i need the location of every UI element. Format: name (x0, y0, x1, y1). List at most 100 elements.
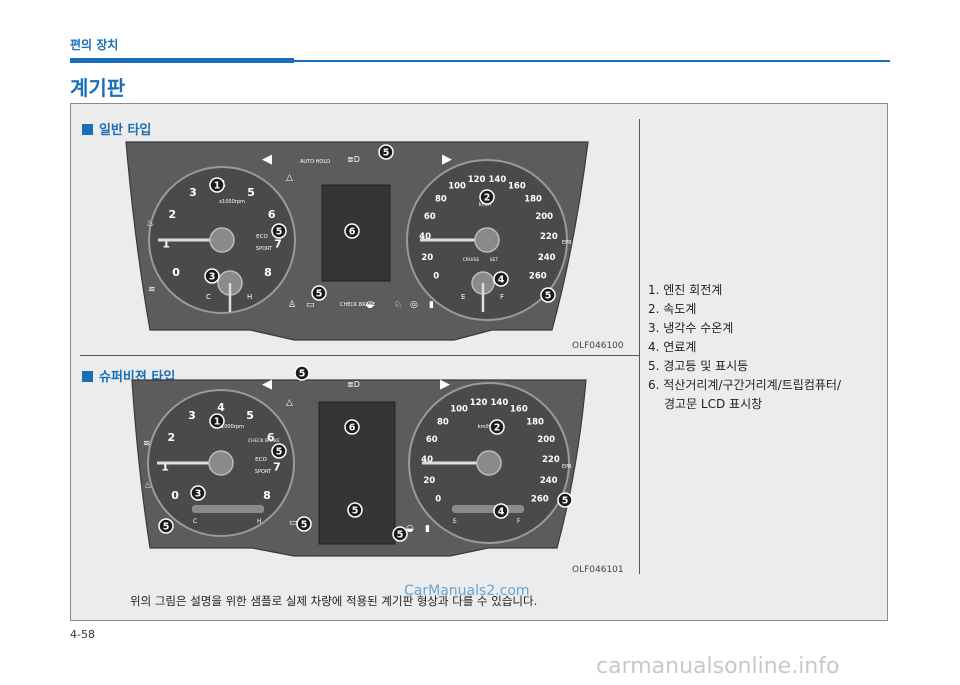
callout-circle (489, 419, 505, 435)
high-beam-icon: ≣D (347, 380, 360, 389)
callout-number: 4 (498, 507, 505, 518)
figure-code-standard: OLF046100 (572, 341, 624, 351)
gauge-tick-label: 0 (435, 495, 441, 505)
temp-high-label: H (257, 518, 262, 525)
legend-item: 1. 엔진 회전계 (648, 283, 723, 297)
eco-indicator: ECO (255, 457, 267, 463)
legend-item: 5. 경고등 및 표시등 (648, 359, 749, 373)
gauge-tick-label: 100 (448, 182, 466, 192)
callout-number: 5 (352, 506, 359, 517)
callout-circle (557, 492, 573, 508)
callout-number: 5 (299, 369, 306, 380)
epb-indicator: EPB (562, 464, 572, 470)
gauge-tick-label: 260 (529, 272, 547, 282)
callout-circle (493, 271, 509, 287)
speed-unit-label: km/h (479, 202, 492, 208)
callout-number: 5 (383, 148, 390, 159)
seatbelt-icon: ♙ (288, 300, 296, 310)
square-bullet-icon (82, 371, 93, 382)
header-section-label: 편의 장치 (70, 38, 119, 52)
gauge-tick-label: 5 (247, 186, 255, 199)
callout-number: 3 (209, 272, 216, 283)
gauge-tick-label: 60 (426, 435, 438, 445)
check-brake-indicator: CHECK BRAKE (248, 438, 280, 444)
header-bar (70, 58, 294, 63)
gauge-tick-label: 40 (421, 455, 433, 465)
callout-number: 5 (316, 289, 323, 300)
gauge-tick-label: 60 (424, 212, 436, 222)
gauge-tick-label: 200 (537, 435, 555, 445)
callout-circle (347, 502, 363, 518)
legend-item: 2. 속도계 (648, 302, 697, 316)
section-title-standard: 일반 타입 (82, 119, 151, 138)
gauge-tick-label: 260 (531, 495, 549, 505)
door-open-icon: ♨ (146, 219, 154, 229)
gauge-tick-label: 140 (489, 175, 507, 185)
callout-number: 2 (494, 423, 501, 434)
legend-item: 6. 적산거리계/구간거리계/트립컴퓨터/ (648, 378, 841, 392)
callout-circle (271, 443, 287, 459)
temp-bar-gauge (192, 505, 264, 513)
gauge-tick-label: 120 (468, 175, 486, 185)
callout-circle (392, 526, 408, 542)
callout-circle (344, 419, 360, 435)
gauge-tick-label: 180 (526, 418, 544, 428)
gauge-tick-label: 120 (470, 398, 488, 408)
callout-circle (493, 503, 509, 519)
callout-circle (294, 365, 310, 381)
gauge-tick-label: 100 (450, 405, 468, 415)
callout-marker: 5 (392, 526, 408, 542)
watermark-top: CarManuals2.com (404, 583, 530, 599)
fuel-pump-icon: ▮ (425, 524, 430, 534)
airbag-icon: ♘ (394, 300, 402, 310)
turn-left-icon: ◀ (262, 152, 272, 167)
epb-indicator: EPB (562, 240, 572, 246)
warning-triangle-icon: △ (286, 398, 293, 408)
door-open-icon: ♨ (144, 481, 152, 491)
engine-check-icon: ◒ (406, 524, 414, 534)
callout-number: 5 (397, 530, 404, 541)
callout-circle (479, 189, 495, 205)
callout-marker: 5 (271, 223, 287, 239)
callout-marker: 6 (344, 419, 360, 435)
callout-number: 5 (163, 522, 170, 533)
figure-caption: 위의 그림은 설명을 위한 샘플로 실제 차량에 적용된 계기판 형상과 다를 … (130, 594, 538, 608)
gauge-tick-label: 7 (273, 461, 281, 474)
callout-marker: 6 (344, 223, 360, 239)
speed-unit-label: km/h (478, 424, 491, 430)
gauge-tick-label: 0 (172, 266, 180, 279)
callout-number: 5 (562, 496, 569, 507)
callout-number: 6 (349, 227, 356, 238)
gauge-tick-label: 6 (268, 208, 276, 221)
gauge-tick-label: 220 (542, 455, 560, 465)
rpm-unit-label: x1000rpm (218, 424, 244, 430)
gauge-tick-label: 240 (538, 253, 556, 263)
gauge-tick-label: 7 (274, 238, 282, 251)
gauge-tick-label: 180 (524, 195, 542, 205)
vertical-divider (639, 119, 640, 574)
section-label: 일반 타입 (99, 123, 152, 138)
fuel-full-label: F (500, 293, 504, 301)
callout-circle (540, 287, 556, 303)
callout-marker: 5 (347, 502, 363, 518)
callout-marker: 2 (479, 189, 495, 205)
gauge-tick-label: 0 (433, 272, 439, 282)
legend-item-continuation: 경고문 LCD 표시창 (664, 397, 763, 411)
callout-number: 2 (484, 193, 491, 204)
callout-circle (209, 177, 225, 193)
gauge-tick-label: 2 (168, 208, 176, 221)
gauge-tick-label: 5 (246, 409, 254, 422)
rpm-unit-label: x1000rpm (219, 199, 245, 205)
gauge-tick-label: 80 (435, 195, 447, 205)
temp-high-label: H (247, 293, 252, 301)
callout-marker: 5 (294, 365, 310, 381)
callout-marker: 5 (296, 516, 312, 532)
square-bullet-icon (82, 124, 93, 135)
fuel-empty-label: E (461, 293, 465, 301)
set-indicator: SET (490, 257, 499, 263)
gauge-tick-label: 8 (263, 489, 271, 502)
